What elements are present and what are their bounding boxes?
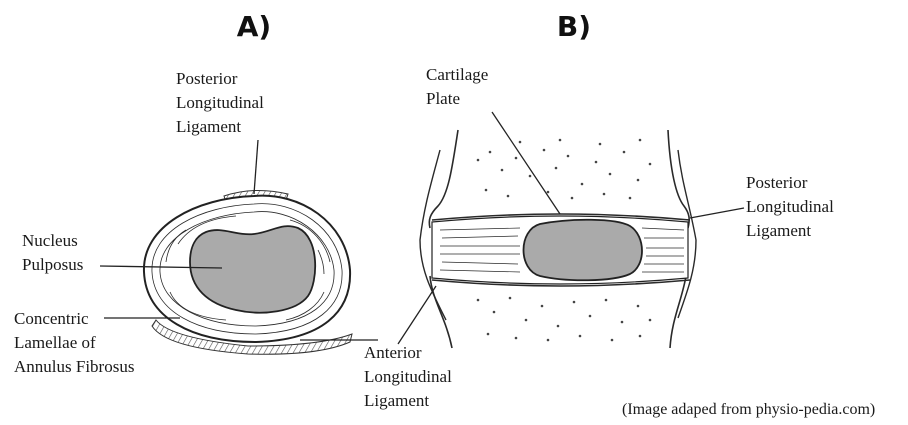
- label-anterior-ligament: Anterior Longitudinal Ligament: [364, 343, 456, 410]
- lower-vertebra-left-edge: [430, 276, 452, 348]
- label-posterior-ligament-b: Posterior Longitudinal Ligament: [746, 173, 838, 240]
- image-credit: (Image adaped from physio-pedia.com): [622, 401, 875, 418]
- label-line: Ligament: [176, 117, 241, 136]
- leader-posterior-b: [690, 208, 744, 218]
- label-line: Plate: [426, 89, 460, 108]
- nucleus-pulposus-a: [190, 226, 315, 313]
- label-line: Lamellae of: [14, 333, 96, 352]
- label-line: Ligament: [746, 221, 811, 240]
- leader-anterior-b: [398, 286, 436, 344]
- label-cartilage-plate: Cartilage Plate: [426, 65, 493, 108]
- panel-b-title: B): [557, 10, 591, 43]
- panel-a-disc: [144, 190, 352, 354]
- label-line: Concentric: [14, 309, 89, 328]
- label-nucleus-pulposus: Nucleus Pulposus: [22, 231, 83, 274]
- nucleus-pulposus-b: [524, 220, 643, 281]
- leader-posterior-a: [254, 140, 258, 194]
- lower-vertebra-right-edge: [670, 276, 686, 348]
- leader-cartilage: [492, 112, 560, 214]
- label-line: Longitudinal: [176, 93, 264, 112]
- panel-a-title: A): [237, 10, 271, 43]
- label-concentric-lamellae: Concentric Lamellae of Annulus Fibrosus: [14, 309, 134, 376]
- label-line: Posterior: [746, 173, 808, 192]
- label-line: Cartilage: [426, 65, 488, 84]
- label-line: Posterior: [176, 69, 238, 88]
- label-posterior-ligament-a: Posterior Longitudinal Ligament: [176, 69, 268, 136]
- panel-b-spine-segment: [420, 130, 696, 348]
- label-line: Pulposus: [22, 255, 83, 274]
- upper-vertebra-right-edge: [668, 130, 689, 228]
- label-line: Longitudinal: [746, 197, 834, 216]
- label-line: Nucleus: [22, 231, 78, 250]
- label-line: Anterior: [364, 343, 422, 362]
- label-line: Longitudinal: [364, 367, 452, 386]
- upper-vertebra-left-edge: [429, 130, 458, 228]
- label-line: Annulus Fibrosus: [14, 357, 134, 376]
- label-line: Ligament: [364, 391, 429, 410]
